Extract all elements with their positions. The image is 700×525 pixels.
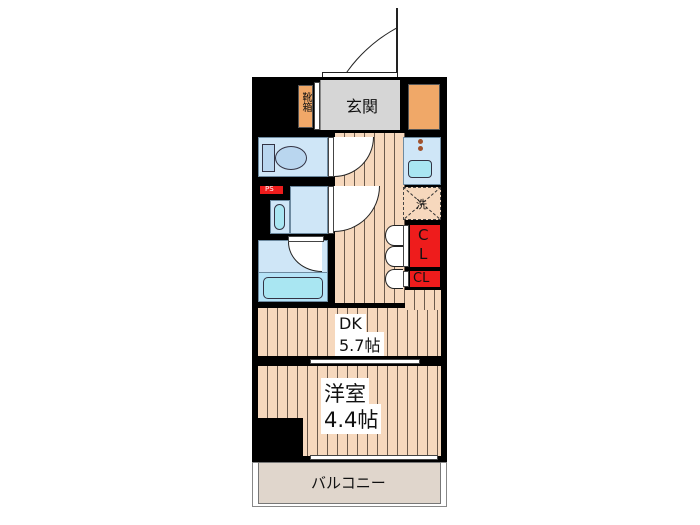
closet-1	[410, 225, 440, 267]
dk-floor-right	[405, 290, 441, 310]
toilet-tank	[262, 144, 275, 172]
stove-burner-2	[418, 146, 423, 151]
washroom	[290, 186, 328, 234]
washer-cross-icon	[403, 187, 441, 220]
closet-2-label: CL	[413, 271, 430, 286]
washbasin	[274, 204, 285, 230]
closet-2-door-swing	[385, 269, 403, 289]
ps-box	[260, 186, 283, 194]
dk-size: 5.7帖	[335, 332, 385, 356]
balcony	[258, 462, 441, 504]
western-room-size: 4.4帖	[321, 404, 382, 434]
western-room-name: 洋室	[321, 378, 369, 408]
closet-2	[410, 271, 440, 287]
closet-1-label-line1: C	[418, 226, 429, 244]
entrance	[320, 80, 400, 130]
kitchen-sink	[408, 160, 432, 178]
balcony-label: バルコニー	[311, 474, 386, 492]
entrance-label: 玄関	[346, 97, 379, 116]
toilet-bowl	[275, 146, 307, 170]
closet-1-label-line2: L	[419, 245, 428, 263]
closet-1-door-swing-a	[385, 225, 403, 246]
shoe-box-label: 靴箱	[300, 92, 311, 112]
stove-burner-1	[418, 139, 423, 144]
front-door-swing	[322, 8, 398, 78]
washer-label: 洗	[416, 198, 427, 211]
closet-1-door-swing-b	[385, 246, 403, 267]
closet-1-door[interactable]	[403, 225, 409, 267]
toilet-door[interactable]	[328, 137, 334, 177]
dk-name: DK	[335, 314, 366, 333]
balcony-window[interactable]	[310, 455, 438, 460]
dk-sliding-door[interactable]	[310, 359, 420, 364]
ps-label: PS	[265, 185, 274, 193]
shoe-box	[298, 85, 313, 128]
washroom-door[interactable]	[328, 186, 334, 234]
bathtub	[263, 277, 323, 299]
pillar	[258, 418, 303, 460]
closet-2-door[interactable]	[403, 271, 409, 287]
shoe-box-doors[interactable]	[314, 82, 320, 130]
storage-top-right	[408, 84, 440, 130]
